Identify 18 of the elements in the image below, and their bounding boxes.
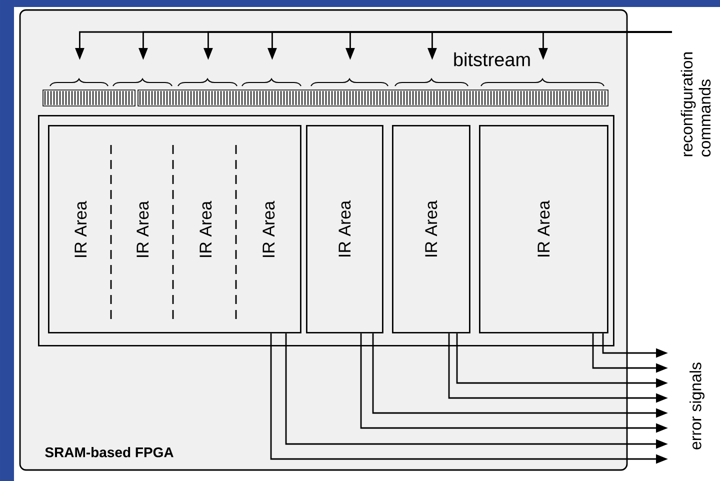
area-label: IR Area (136, 200, 149, 257)
area-box: IR Area (392, 125, 470, 334)
area-box: IR Area (479, 125, 608, 334)
brace (242, 78, 302, 86)
area-label: IR Area (262, 200, 275, 257)
rotated-label: reconfiguration commands (680, 52, 711, 157)
brace (178, 78, 238, 86)
brace (50, 78, 108, 86)
brace (480, 78, 604, 86)
region-box (48, 125, 302, 334)
bitstream-label: bitstream (452, 51, 532, 68)
brace (394, 78, 468, 86)
brace (112, 78, 172, 86)
brace (310, 78, 388, 86)
area-box: IR Area (306, 125, 384, 334)
area-label: IR Area (74, 200, 87, 257)
rotated-label: error signals (690, 362, 704, 450)
area-label: IR Area (200, 200, 212, 257)
